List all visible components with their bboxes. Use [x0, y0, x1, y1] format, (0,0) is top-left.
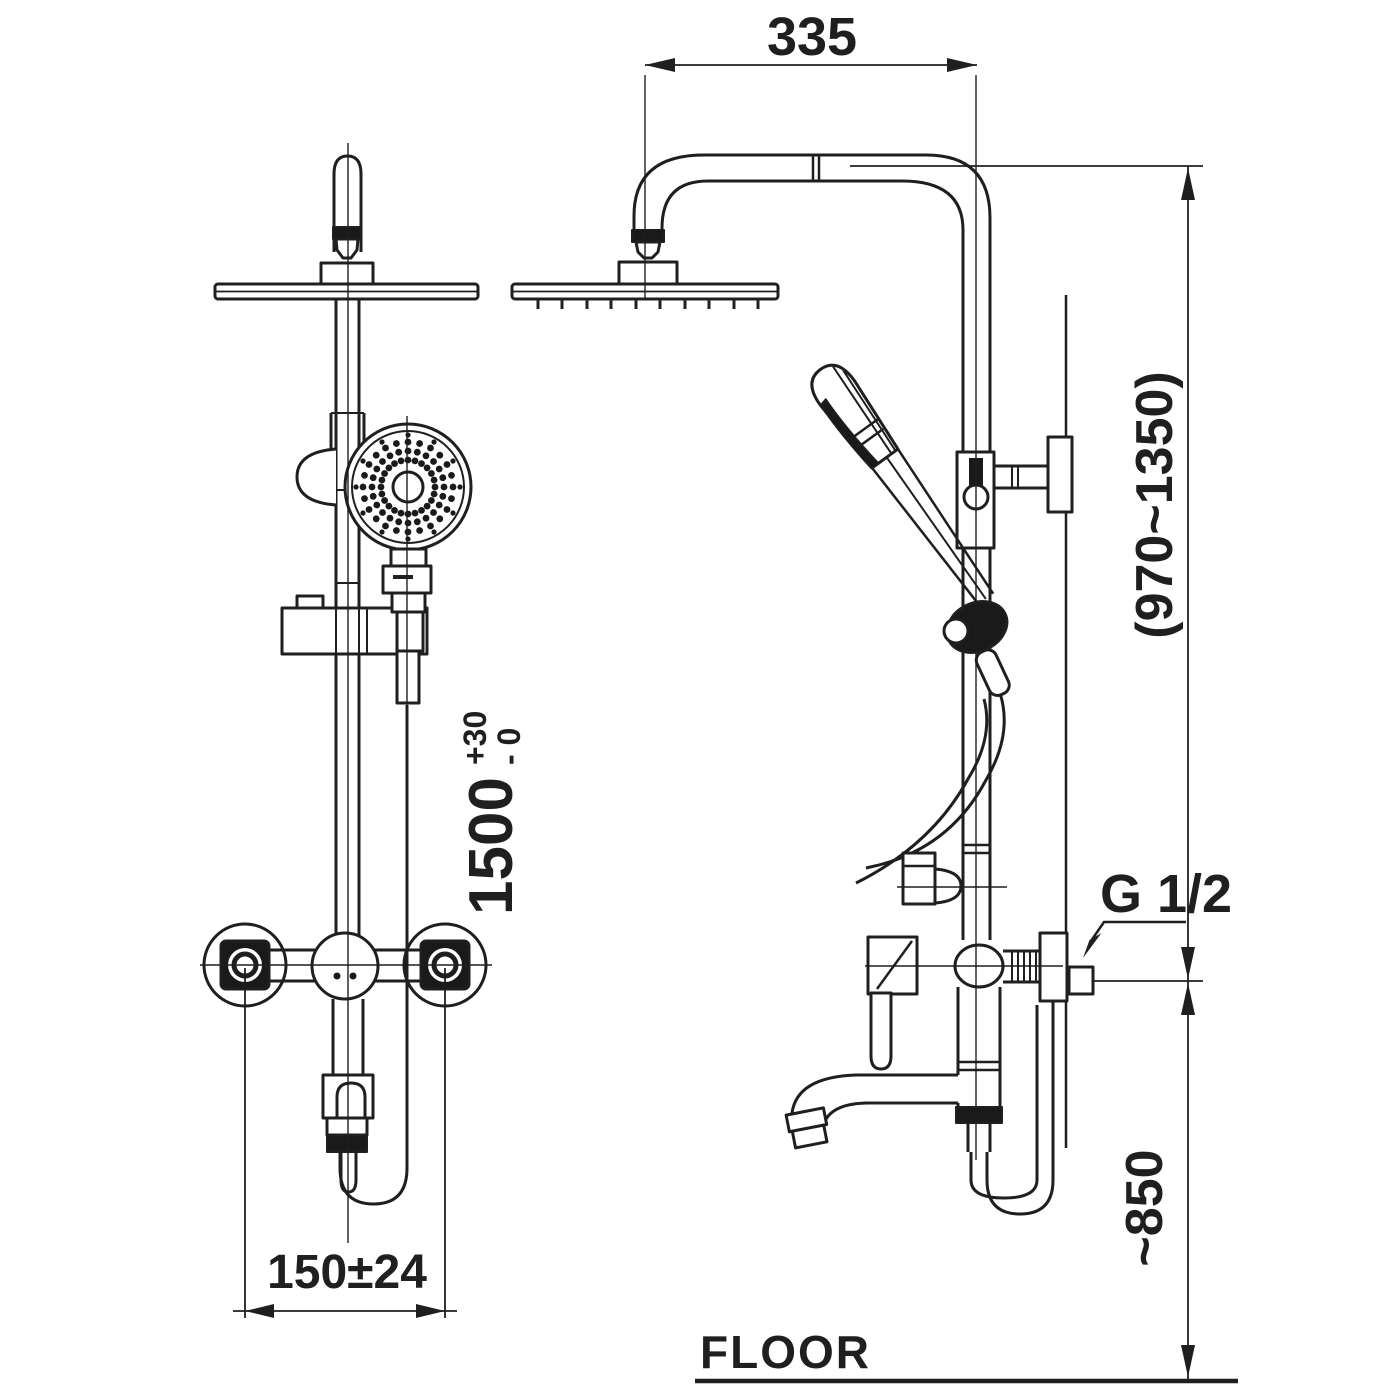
slide-bar-bracket-side [955, 435, 1074, 550]
rain-head-nozzles [536, 299, 760, 309]
g-half-fitting [1067, 965, 1095, 996]
dim-150 [233, 968, 457, 1318]
hand-shower-hose-side [855, 698, 989, 885]
g-half-leader [1083, 920, 1186, 958]
hose-length-tol-up: +30 [457, 711, 493, 765]
diverter-knob-side [901, 851, 963, 906]
mixer-valve-side [866, 931, 1095, 1071]
hand-shower-hose-side [865, 692, 1006, 870]
floor-label: FLOOR [700, 1326, 871, 1378]
dim-850-label: ~850 [1116, 1149, 1174, 1266]
hand-shower-front [343, 422, 473, 552]
ball-joint-pipe-front [319, 154, 375, 286]
dim-150-label: 150±24 [267, 1246, 427, 1299]
tub-spout-side [784, 987, 1055, 1216]
dim-970-1350 [850, 165, 1203, 981]
dim-335 [645, 58, 977, 72]
g-half-label: G 1/2 [1100, 864, 1232, 924]
dim-335-label: 335 [767, 7, 857, 67]
dim-970-1350-label: (970~1350) [1126, 371, 1184, 638]
hose-length-tol-down: - 0 [491, 728, 527, 765]
shower-hose-front [338, 705, 409, 1206]
front-view [200, 143, 492, 1243]
dim-850 [1093, 980, 1203, 1379]
shower-hose-side [969, 1005, 1039, 1200]
hose-length-value: 1500 [457, 777, 526, 915]
rain-shower-arm-side [617, 153, 992, 940]
side-view [510, 75, 1095, 1216]
rain-shower-head-front [213, 282, 480, 301]
hand-shower-side [810, 363, 1011, 885]
dim-1500-label: 1500 +30 - 0 [457, 711, 527, 915]
